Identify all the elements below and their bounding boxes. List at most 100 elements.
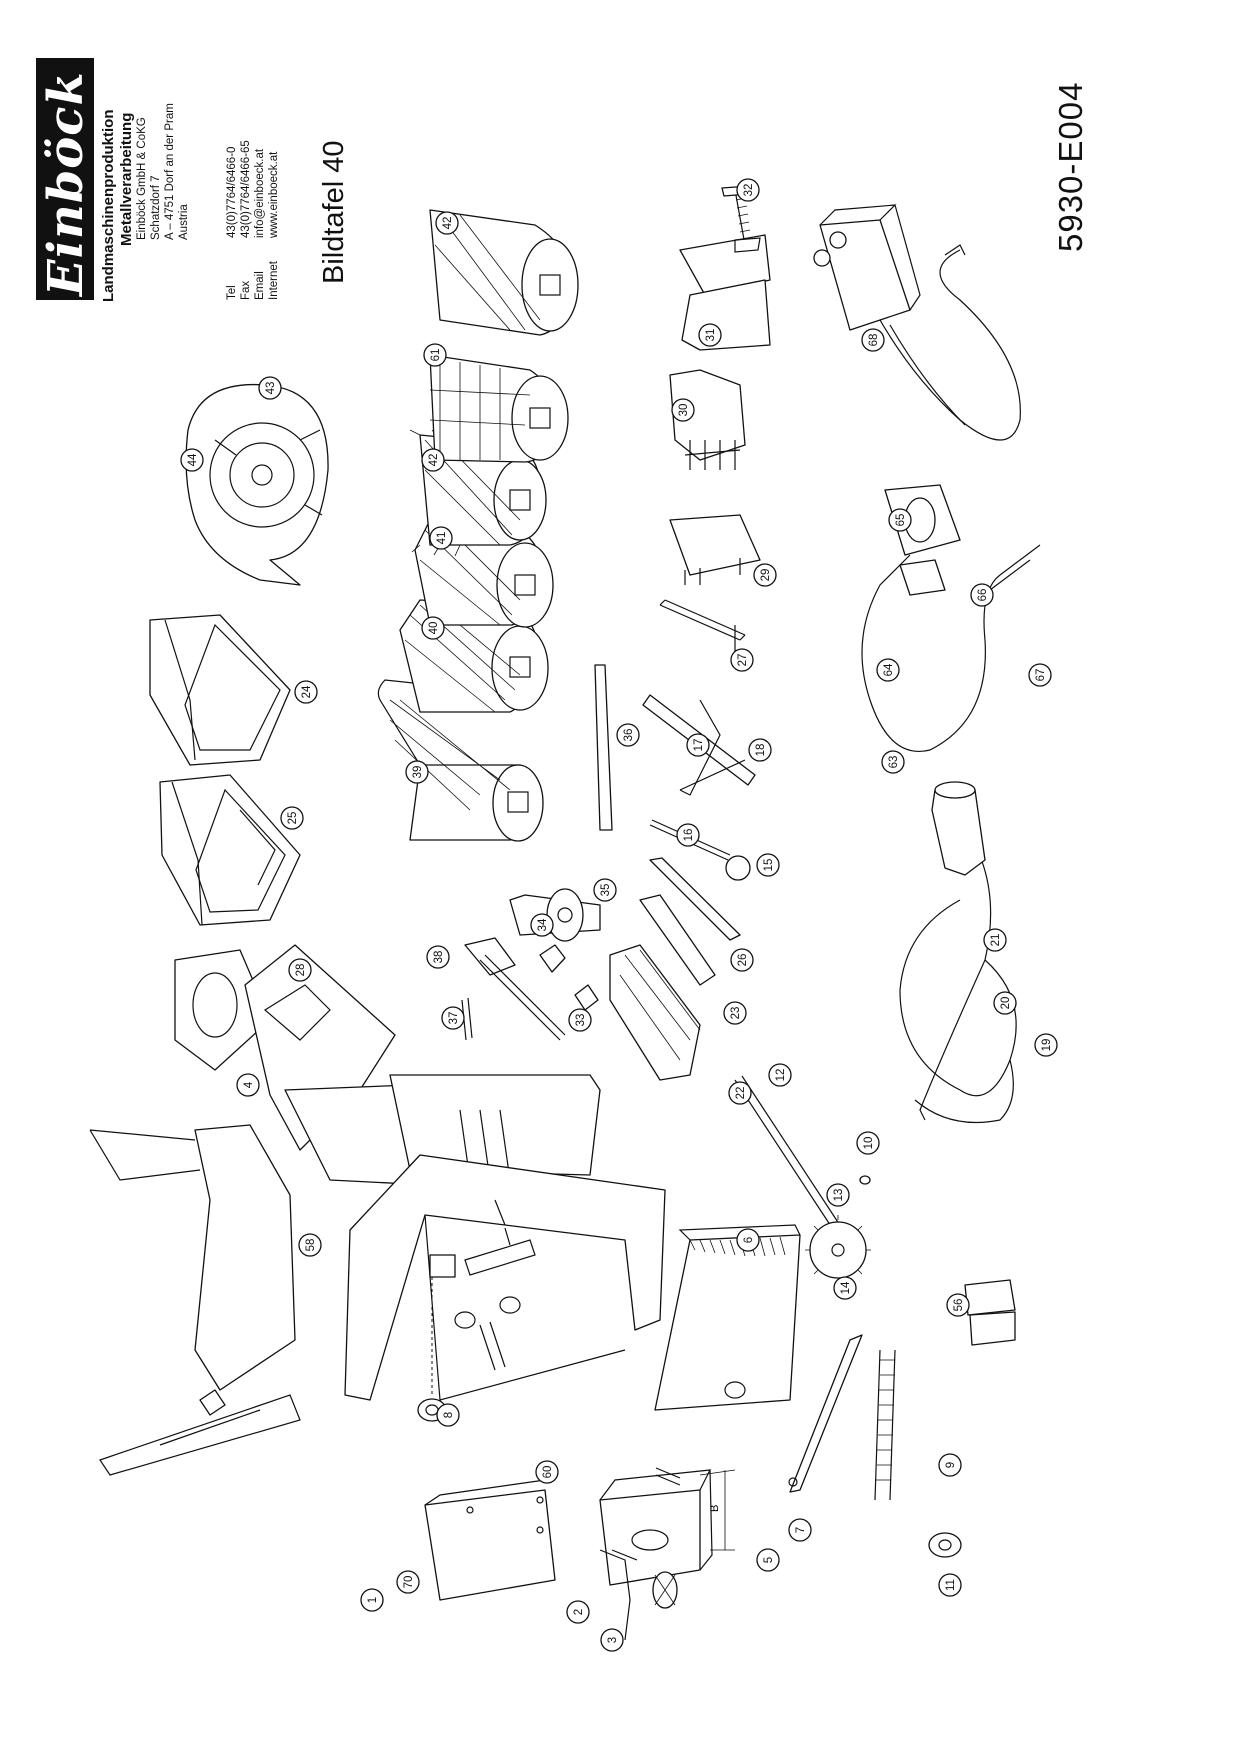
callout-circle	[736, 1228, 760, 1252]
callout-circle	[788, 1518, 812, 1542]
callout-number: 23	[730, 1007, 742, 1020]
callout-42: 42	[435, 211, 459, 235]
callout-63: 63	[881, 750, 905, 774]
plate-25	[159, 774, 301, 926]
callout-66: 66	[970, 583, 994, 607]
callout-circle	[426, 945, 450, 969]
callout-23: 23	[723, 1001, 747, 1025]
callout-number: 30	[678, 404, 690, 417]
callout-number: 64	[883, 663, 895, 676]
callout-32: 32	[736, 178, 760, 202]
callout-circle	[236, 1073, 260, 1097]
callout-number: 17	[693, 739, 705, 752]
plate-23	[639, 894, 716, 986]
callout-36: 36	[616, 723, 640, 747]
callout-circle	[756, 853, 780, 877]
callout-number: 70	[403, 1576, 415, 1589]
callout-20: 20	[993, 991, 1017, 1015]
main-frame	[244, 944, 666, 1401]
callout-number: 26	[737, 954, 749, 967]
dimension-b	[699, 1469, 736, 1551]
callout-circle	[970, 583, 994, 607]
callout-19: 19	[1034, 1033, 1058, 1057]
callout-number: 61	[430, 349, 442, 362]
callout-number: 1	[367, 1597, 379, 1603]
callout-circle	[888, 508, 912, 532]
callout-number: 25	[287, 812, 299, 825]
callout-circle	[421, 616, 445, 640]
callout-number: 11	[945, 1579, 957, 1591]
callout-40: 40	[421, 616, 445, 640]
callout-number: 29	[760, 569, 772, 582]
callout-circle	[616, 723, 640, 747]
callout-9: 9	[938, 1453, 962, 1477]
callout-33: 33	[568, 1008, 592, 1032]
callout-number: 10	[863, 1137, 875, 1150]
callout-number: 36	[623, 729, 635, 742]
callout-64: 64	[876, 658, 900, 682]
callout-number: 3	[607, 1637, 619, 1643]
callout-number: 34	[537, 918, 549, 931]
callout-number: 5	[763, 1557, 775, 1563]
callout-circle	[435, 211, 459, 235]
callout-circle	[405, 760, 429, 784]
callout-22: 22	[728, 1081, 752, 1105]
callout-27: 27	[730, 648, 754, 672]
cable-19	[899, 781, 1017, 1124]
callout-circle	[535, 1460, 559, 1484]
callout-circle	[360, 1588, 384, 1612]
callout-circle	[568, 1008, 592, 1032]
callout-12: 12	[768, 1063, 792, 1087]
callout-number: 66	[977, 589, 989, 602]
guard-31	[679, 234, 771, 351]
callout-number: 15	[763, 859, 775, 872]
callout-circle	[730, 948, 754, 972]
callout-43: 43	[258, 376, 282, 400]
rod-16	[649, 819, 751, 881]
callout-number: 40	[428, 622, 440, 635]
callout-circle	[566, 1600, 590, 1624]
drive-shaft-12	[734, 1075, 871, 1285]
callout-circle	[686, 733, 710, 757]
callout-circle	[993, 991, 1017, 1015]
callout-circle	[881, 750, 905, 774]
callout-circle	[826, 1183, 850, 1207]
flange-28	[174, 949, 271, 1071]
knob-33	[539, 944, 599, 1011]
callout-61: 61	[423, 343, 447, 367]
callout-39: 39	[405, 760, 429, 784]
callout-circle	[593, 878, 617, 902]
callout-number: 42	[442, 217, 454, 230]
callout-67: 67	[1028, 663, 1052, 687]
rod-27	[659, 599, 746, 660]
callout-65: 65	[888, 508, 912, 532]
callout-37: 37	[441, 1006, 465, 1030]
callout-number: 24	[301, 685, 313, 698]
blower-housing	[185, 383, 329, 586]
callout-1: 1	[360, 1588, 384, 1612]
callout-number: 56	[953, 1299, 965, 1312]
callout-number: 38	[433, 951, 445, 964]
callout-70: 70	[396, 1570, 420, 1594]
callout-29: 29	[753, 563, 777, 587]
callout-circle	[280, 806, 304, 830]
callout-number: 44	[187, 453, 199, 466]
callout-circle	[436, 1403, 460, 1427]
dimension-label: B	[709, 1505, 721, 1512]
bracket-70	[424, 1479, 556, 1601]
callout-2: 2	[566, 1600, 590, 1624]
callout-circle	[723, 1001, 747, 1025]
shovel-58	[89, 1124, 301, 1476]
callout-number: 2	[573, 1609, 585, 1615]
callout-34: 34	[530, 913, 554, 937]
callout-number: 63	[888, 756, 900, 769]
callout-circle	[768, 1063, 792, 1087]
callout-number: 37	[448, 1012, 460, 1025]
logo-background	[36, 58, 94, 300]
callout-number: 31	[705, 329, 717, 342]
callout-30: 30	[671, 398, 695, 422]
callout-68: 68	[861, 328, 885, 352]
